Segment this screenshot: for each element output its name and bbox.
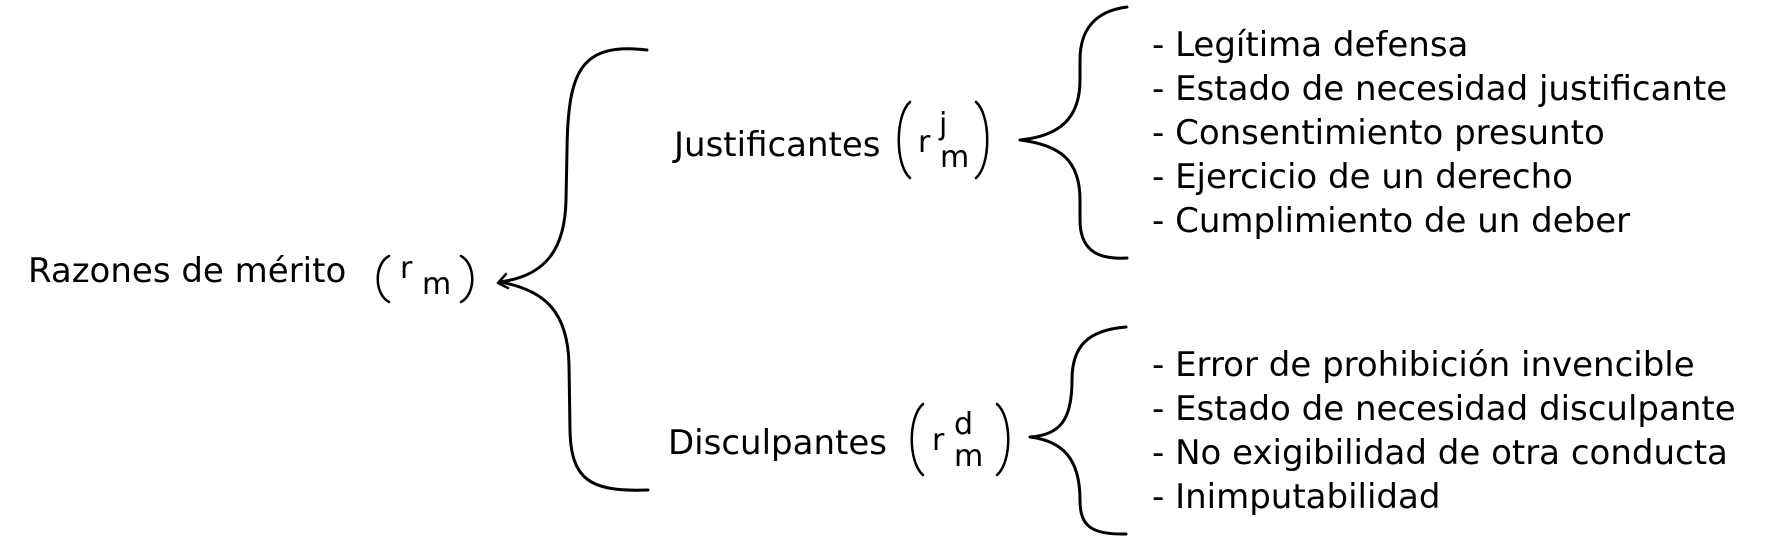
root-symbol: r	[400, 251, 413, 286]
list-item: - Legítima defensa	[1152, 25, 1469, 65]
list-item: - Estado de necesidad disculpante	[1152, 389, 1736, 429]
disculpantes-subscript: m	[954, 439, 984, 474]
root-brace	[498, 47, 650, 492]
justificantes-brace	[1018, 5, 1129, 260]
root-paren-left	[376, 254, 391, 304]
list-item: - Estado de necesidad justificante	[1152, 69, 1728, 109]
disculpantes-paren-right	[995, 402, 1010, 477]
justificantes-paren-left	[897, 100, 912, 180]
list-item: - Ejercicio de un derecho	[1152, 157, 1573, 197]
justificantes-label: Justificantes	[674, 125, 881, 165]
disculpantes-item-list: - Error de prohibición invencible - Esta…	[1152, 343, 1736, 519]
list-item: - No exigibilidad de otra conducta	[1152, 433, 1728, 473]
list-item: - Cumplimiento de un deber	[1152, 201, 1631, 241]
root-paren-right	[459, 254, 474, 304]
disculpantes-paren-left	[910, 402, 925, 477]
disculpantes-superscript: d	[954, 407, 974, 442]
root-subscript: m	[422, 267, 452, 302]
justificantes-symbol: r	[918, 125, 931, 160]
disculpantes-brace	[1028, 325, 1128, 536]
justificantes-paren-right	[974, 100, 989, 180]
justificantes-item-list: - Legítima defensa - Estado de necesidad…	[1152, 23, 1727, 243]
justificantes-superscript: j	[939, 107, 948, 142]
list-item: - Inimputabilidad	[1152, 477, 1441, 517]
justificantes-subscript: m	[940, 140, 970, 175]
root-arrow-tip	[496, 272, 510, 290]
root-label: Razones de mérito	[28, 251, 347, 291]
disculpantes-label: Disculpantes	[668, 423, 887, 463]
list-item: - Consentimiento presunto	[1152, 113, 1605, 153]
disculpantes-symbol: r	[932, 423, 945, 458]
list-item: - Error de prohibición invencible	[1152, 345, 1695, 385]
